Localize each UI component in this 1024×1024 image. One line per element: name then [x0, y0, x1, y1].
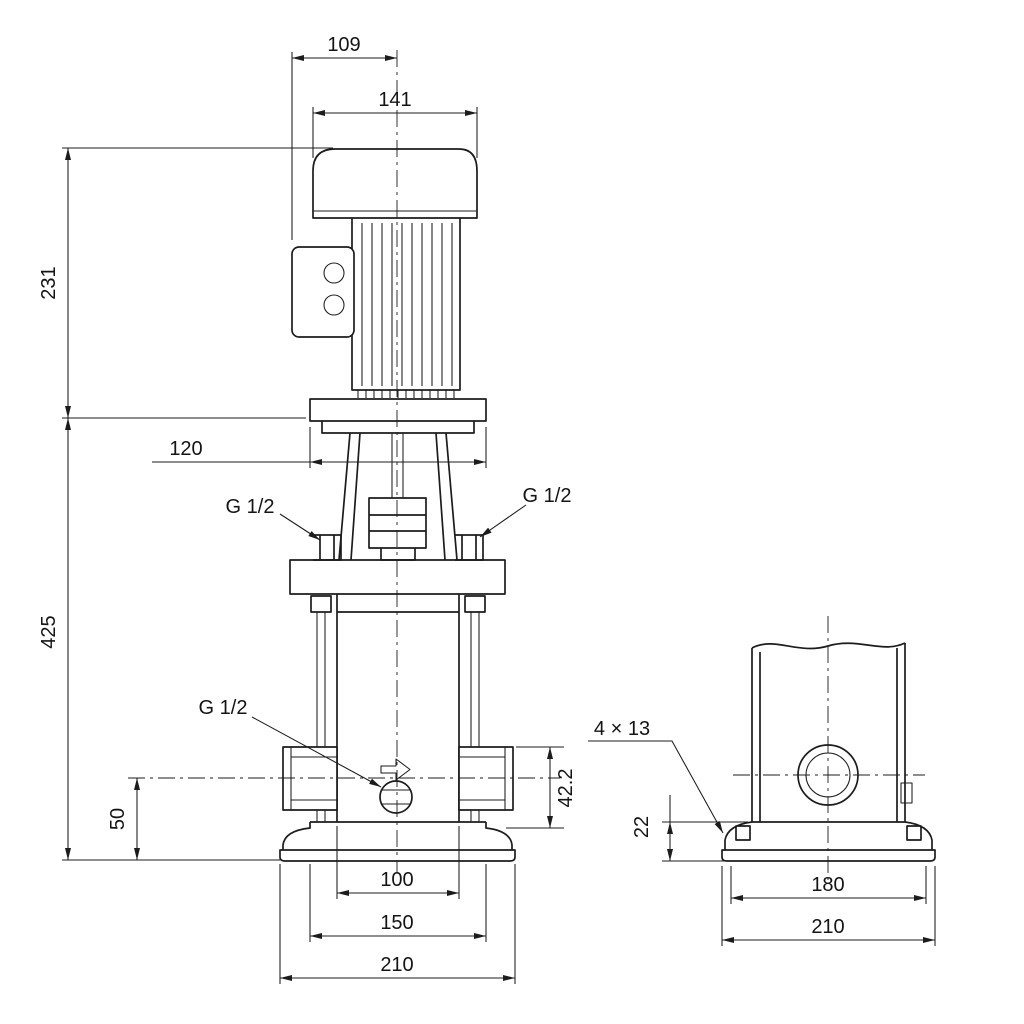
dim-150-extension	[309, 864, 487, 942]
dim-210-front-extension	[279, 864, 516, 984]
dim-100-extension	[336, 826, 460, 899]
label-g12-drain-text: G 1/2	[199, 697, 248, 719]
dimensions-side: 4 × 13 22 180 210	[588, 718, 936, 946]
drain-plug-facets	[382, 789, 410, 805]
staybolt-nuts	[310, 595, 486, 613]
coupling	[368, 497, 427, 561]
head-plugs	[313, 534, 484, 561]
dim-210-side-text: 210	[811, 916, 844, 938]
cable-entry-top	[323, 262, 345, 284]
staybolts	[316, 612, 480, 822]
label-g12-left-leader	[279, 513, 321, 541]
dim-22-extension	[662, 795, 748, 862]
ports	[282, 746, 514, 811]
dim-100-text: 100	[380, 869, 413, 891]
motor-body	[351, 218, 461, 391]
dim-42-2-extension	[506, 746, 564, 829]
side-view	[721, 616, 936, 880]
side-break-line	[751, 642, 906, 650]
dim-42-2-text: 42.2	[555, 769, 577, 808]
terminal-box	[291, 246, 355, 338]
shaft	[391, 433, 404, 498]
port-details	[290, 747, 506, 810]
drain-plug	[379, 780, 413, 814]
side-tab	[900, 782, 913, 804]
dim-141-text: 141	[378, 89, 411, 111]
label-g12-left-text: G 1/2	[226, 496, 275, 518]
base	[279, 821, 516, 862]
dimensions-front: 109 141 231 120 425 42.2 50 100 150	[38, 34, 577, 984]
side-base	[721, 821, 936, 862]
motor-fins	[361, 223, 453, 386]
dim-210-front-text: 210	[380, 954, 413, 976]
cable-entry-bottom	[323, 294, 345, 316]
motor-fan-cover	[312, 148, 478, 219]
dim-210-side-extension	[721, 866, 936, 946]
label-bolt-holes-text: 4 × 13	[594, 718, 650, 740]
motor-flange	[309, 398, 487, 434]
front-view	[128, 50, 560, 872]
side-sleeve	[751, 643, 906, 822]
dim-231-extension	[62, 147, 333, 419]
dim-231-text: 231	[38, 266, 60, 299]
dim-109-text: 109	[327, 34, 360, 56]
dim-425-text: 425	[38, 615, 60, 648]
label-g12-right-leader	[479, 504, 527, 538]
label-g12-drain-leader	[251, 716, 382, 788]
dim-180-text: 180	[811, 874, 844, 896]
label-g12-right-text: G 1/2	[523, 485, 572, 507]
dim-150-text: 150	[380, 912, 413, 934]
pump-head	[289, 559, 506, 595]
label-bolt-holes-leader	[588, 740, 724, 834]
motor-end-fins	[357, 390, 455, 398]
dim-50-text: 50	[107, 808, 129, 830]
dim-22-text: 22	[631, 816, 653, 838]
flow-arrow-icon	[380, 758, 411, 781]
dim-120-text: 120	[169, 438, 202, 460]
stool-legs	[338, 432, 458, 561]
dim-141-extension	[312, 107, 478, 158]
